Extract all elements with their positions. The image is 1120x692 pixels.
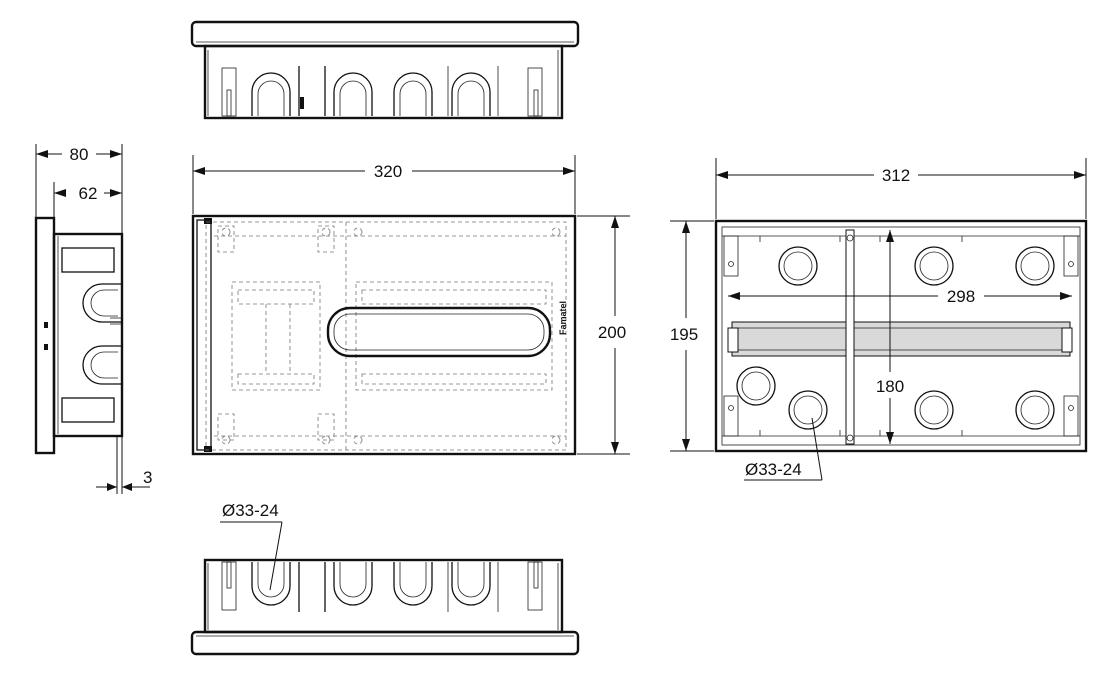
dim-side-3: 3	[96, 436, 152, 494]
dim-label-200: 200	[598, 323, 626, 342]
dim-front-200: 200	[577, 215, 630, 455]
dim-front-320: 320	[192, 155, 576, 214]
dim-label-312: 312	[882, 166, 910, 185]
brand-label: Famatel	[558, 301, 568, 335]
dim-label-62: 62	[79, 184, 98, 203]
hole-label-bottom: Ø33-24	[222, 501, 279, 520]
dim-label-80: 80	[70, 145, 89, 164]
leader-bottom-hole: Ø33-24	[220, 501, 283, 591]
back-view	[714, 219, 1088, 453]
bottom-view-knockouts	[251, 562, 491, 606]
dim-label-180: 180	[876, 377, 904, 396]
leader-back-hole: Ø33-24	[744, 417, 823, 481]
dim-side-62: 62	[53, 182, 122, 218]
top-view-knockouts	[251, 72, 491, 116]
dim-label-195: 195	[670, 325, 698, 344]
dim-back-298: 298	[728, 287, 1072, 306]
dim-back-195: 195	[670, 220, 714, 452]
hole-label-back: Ø33-24	[745, 460, 802, 479]
dim-label-298: 298	[947, 287, 975, 306]
top-view	[190, 20, 580, 120]
back-view-knockouts	[736, 246, 1055, 430]
side-view	[34, 216, 124, 455]
dim-side-80: 80	[35, 144, 123, 234]
dim-label-320: 320	[374, 162, 402, 181]
bottom-view	[190, 558, 580, 656]
dim-label-3: 3	[143, 468, 152, 487]
dim-back-180: 180	[876, 230, 904, 444]
dim-back-312: 312	[715, 158, 1087, 219]
front-view: Famatel	[191, 214, 577, 456]
